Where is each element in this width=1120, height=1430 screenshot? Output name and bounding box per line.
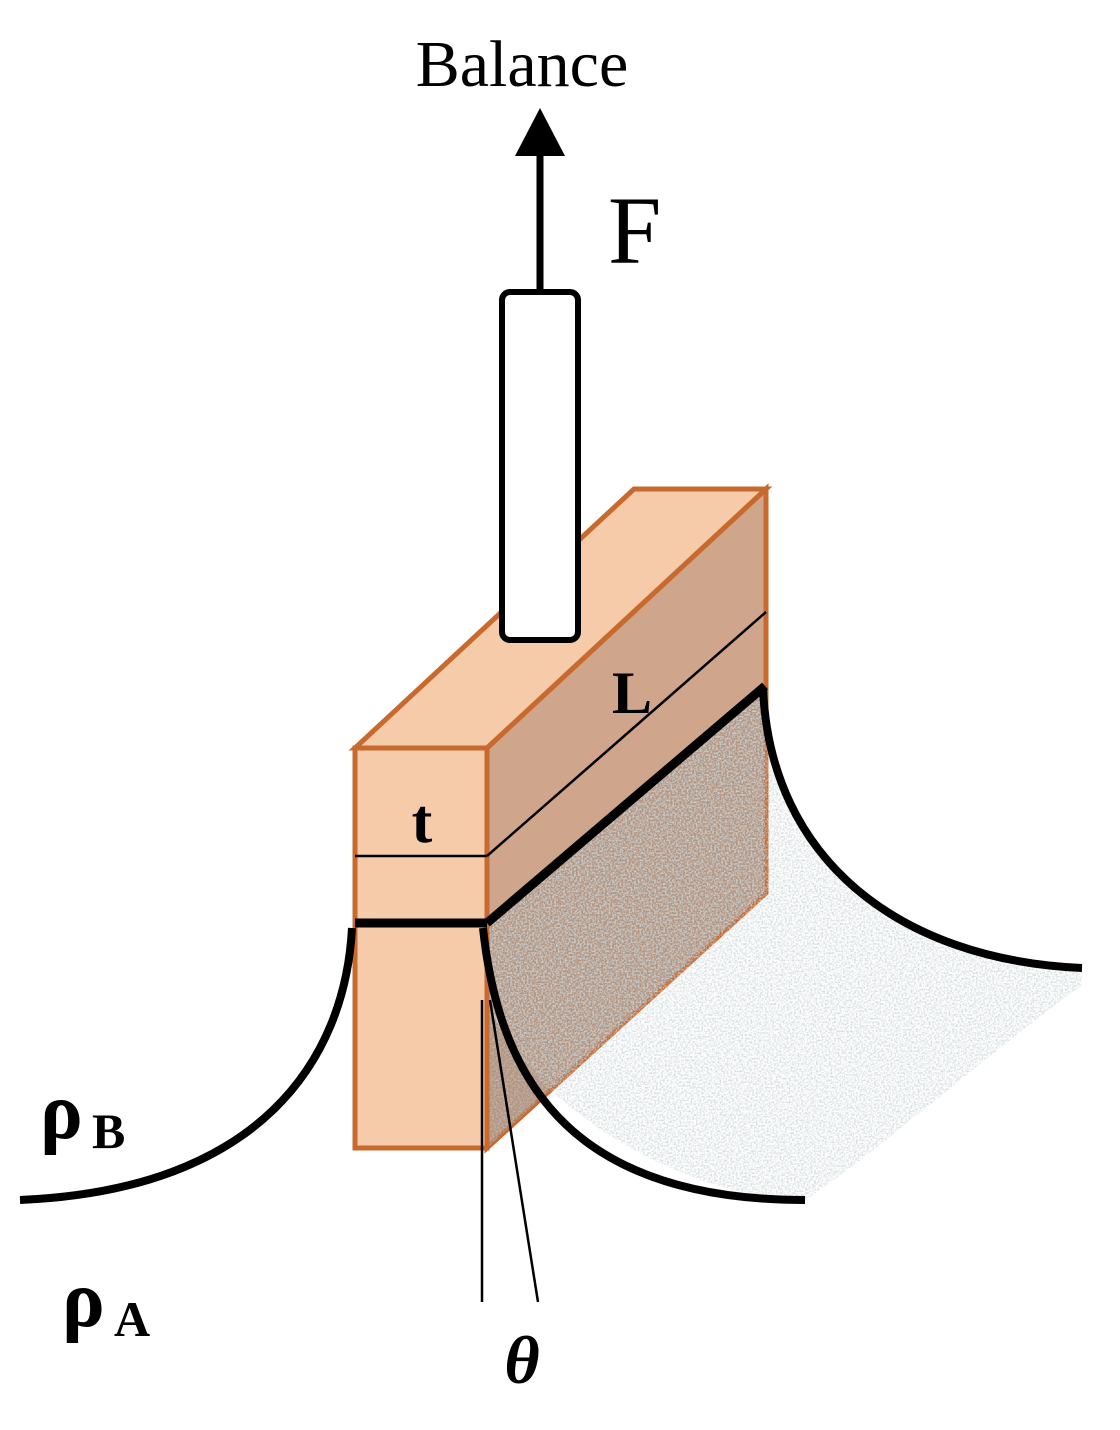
length-label: L — [612, 660, 652, 726]
meniscus-fluid-right — [487, 686, 1082, 1200]
density-upper-label: ρ B — [40, 1068, 125, 1159]
contact-line-side — [484, 682, 768, 927]
plate-front-face — [352, 745, 490, 1151]
meniscus-curve-right — [759, 687, 1083, 972]
density-lower-label: ρ A — [62, 1256, 150, 1347]
balance-label: Balance — [416, 28, 629, 101]
force-label: F — [608, 177, 661, 284]
force-arrow-head — [515, 108, 565, 156]
density-upper-rho: ρ — [40, 1068, 83, 1156]
density-lower-rho: ρ — [62, 1256, 105, 1344]
meniscus-curve-center — [479, 927, 806, 1204]
length-marker-line — [486, 611, 767, 857]
suspension-rod — [499, 289, 581, 643]
density-lower-subscript: A — [114, 1291, 150, 1347]
angle-tangent-line — [488, 999, 540, 1303]
meniscus-curve-left — [19, 927, 356, 1204]
thickness-label: t — [412, 788, 433, 856]
density-upper-subscript: B — [92, 1103, 125, 1159]
angle-label: θ — [504, 1322, 539, 1398]
